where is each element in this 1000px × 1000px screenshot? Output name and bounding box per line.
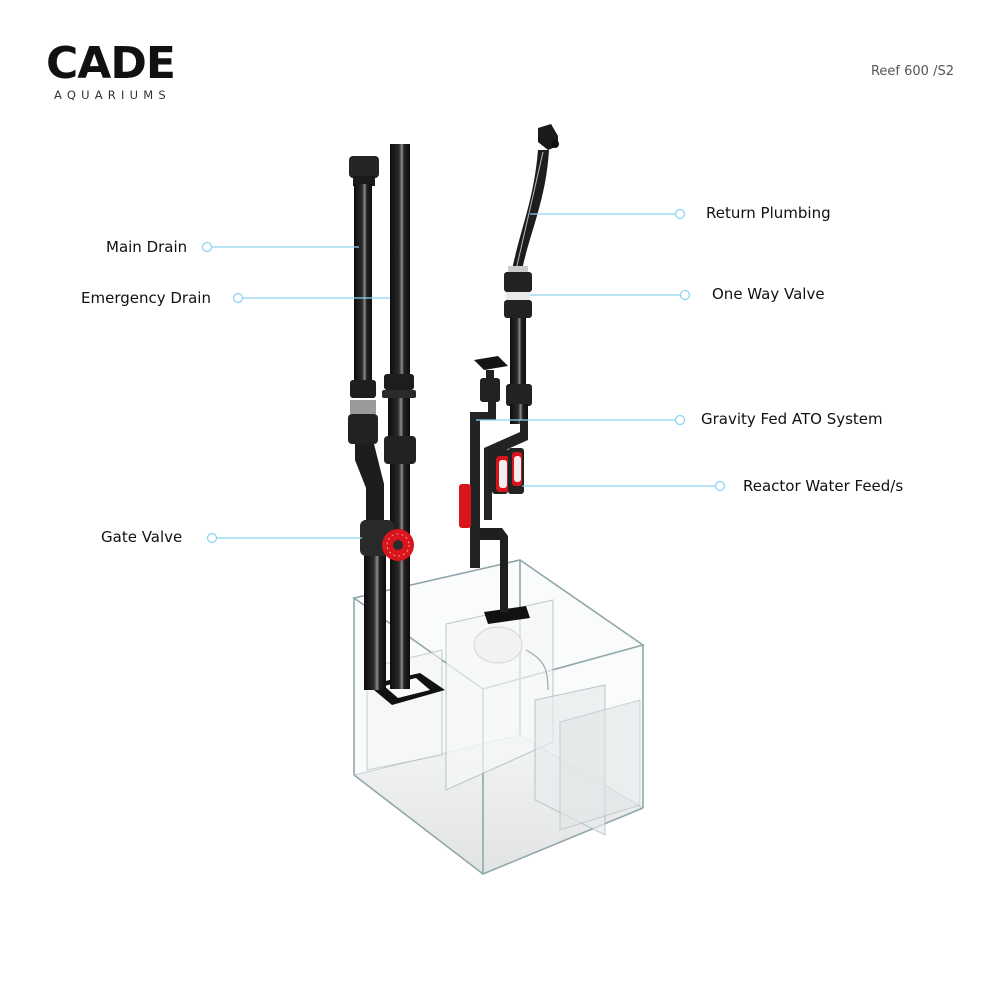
logo-subtitle: AQUARIUMS	[54, 88, 171, 102]
leader-lines	[201, 208, 726, 544]
brand-logo: CADE AQUARIUMS	[46, 38, 186, 103]
logo-wordmark: CADE	[46, 38, 176, 89]
reactor-feed-valves	[459, 448, 524, 528]
label-emergency-drain: Emergency Drain	[81, 289, 211, 307]
label-return-plumbing: Return Plumbing	[706, 204, 831, 222]
model-name: Reef 600 /S2	[870, 64, 954, 79]
gate-valve	[360, 520, 414, 561]
label-main-drain: Main Drain	[106, 238, 188, 256]
label-one-way-valve: One Way Valve	[712, 285, 825, 303]
label-reactor-water-feed: Reactor Water Feed/s	[743, 477, 904, 495]
label-gravity-fed-ato: Gravity Fed ATO System	[701, 410, 883, 428]
sump-tank	[352, 559, 645, 875]
main-drain-pipe	[348, 156, 386, 690]
label-gate-valve: Gate Valve	[101, 528, 183, 546]
return-plumbing-pipe	[504, 124, 559, 424]
ato-system	[470, 356, 528, 612]
emergency-drain-pipe	[382, 144, 416, 689]
